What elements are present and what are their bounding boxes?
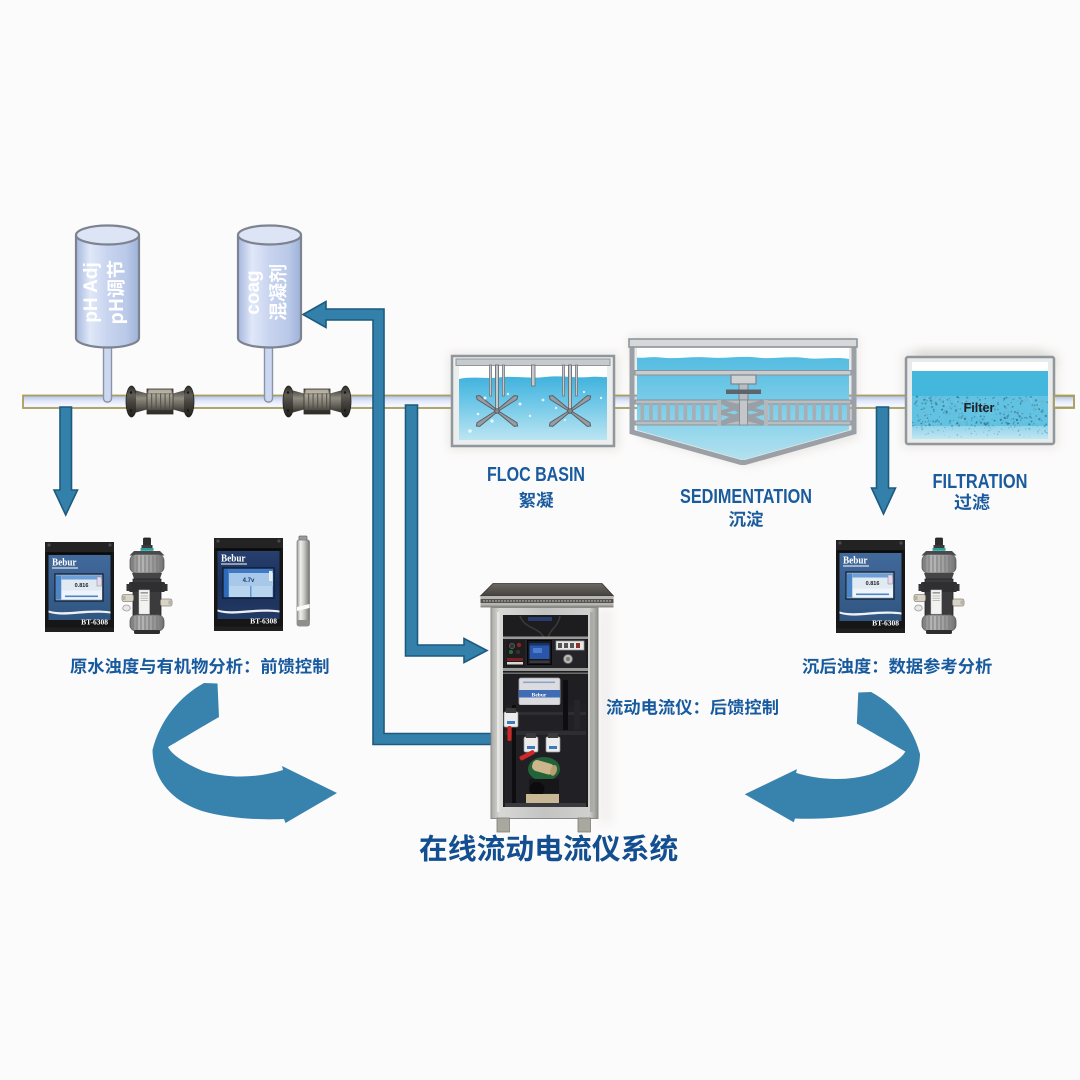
svg-text:BT-6308: BT-6308 xyxy=(250,617,277,626)
svg-text:Bebur: Bebur xyxy=(52,558,77,569)
svg-text:0.816: 0.816 xyxy=(75,583,89,589)
svg-text:0.816: 0.816 xyxy=(866,581,880,587)
svg-text:BT-6308: BT-6308 xyxy=(81,618,108,627)
svg-text:coag: coag xyxy=(243,270,264,314)
svg-text:pH Adj: pH Adj xyxy=(81,262,102,323)
svg-text:SEDIMENTATION: SEDIMENTATION xyxy=(680,486,812,508)
svg-text:4.7v: 4.7v xyxy=(243,578,255,584)
svg-text:FILTRATION: FILTRATION xyxy=(933,471,1028,493)
svg-text:Filter: Filter xyxy=(964,400,995,415)
svg-text:Bebur: Bebur xyxy=(221,554,246,565)
svg-text:BT-6308: BT-6308 xyxy=(872,619,899,628)
svg-text:Bebur: Bebur xyxy=(532,693,547,699)
svg-text:FLOC BASIN: FLOC BASIN xyxy=(487,464,585,486)
svg-text:Bebur: Bebur xyxy=(843,556,868,567)
